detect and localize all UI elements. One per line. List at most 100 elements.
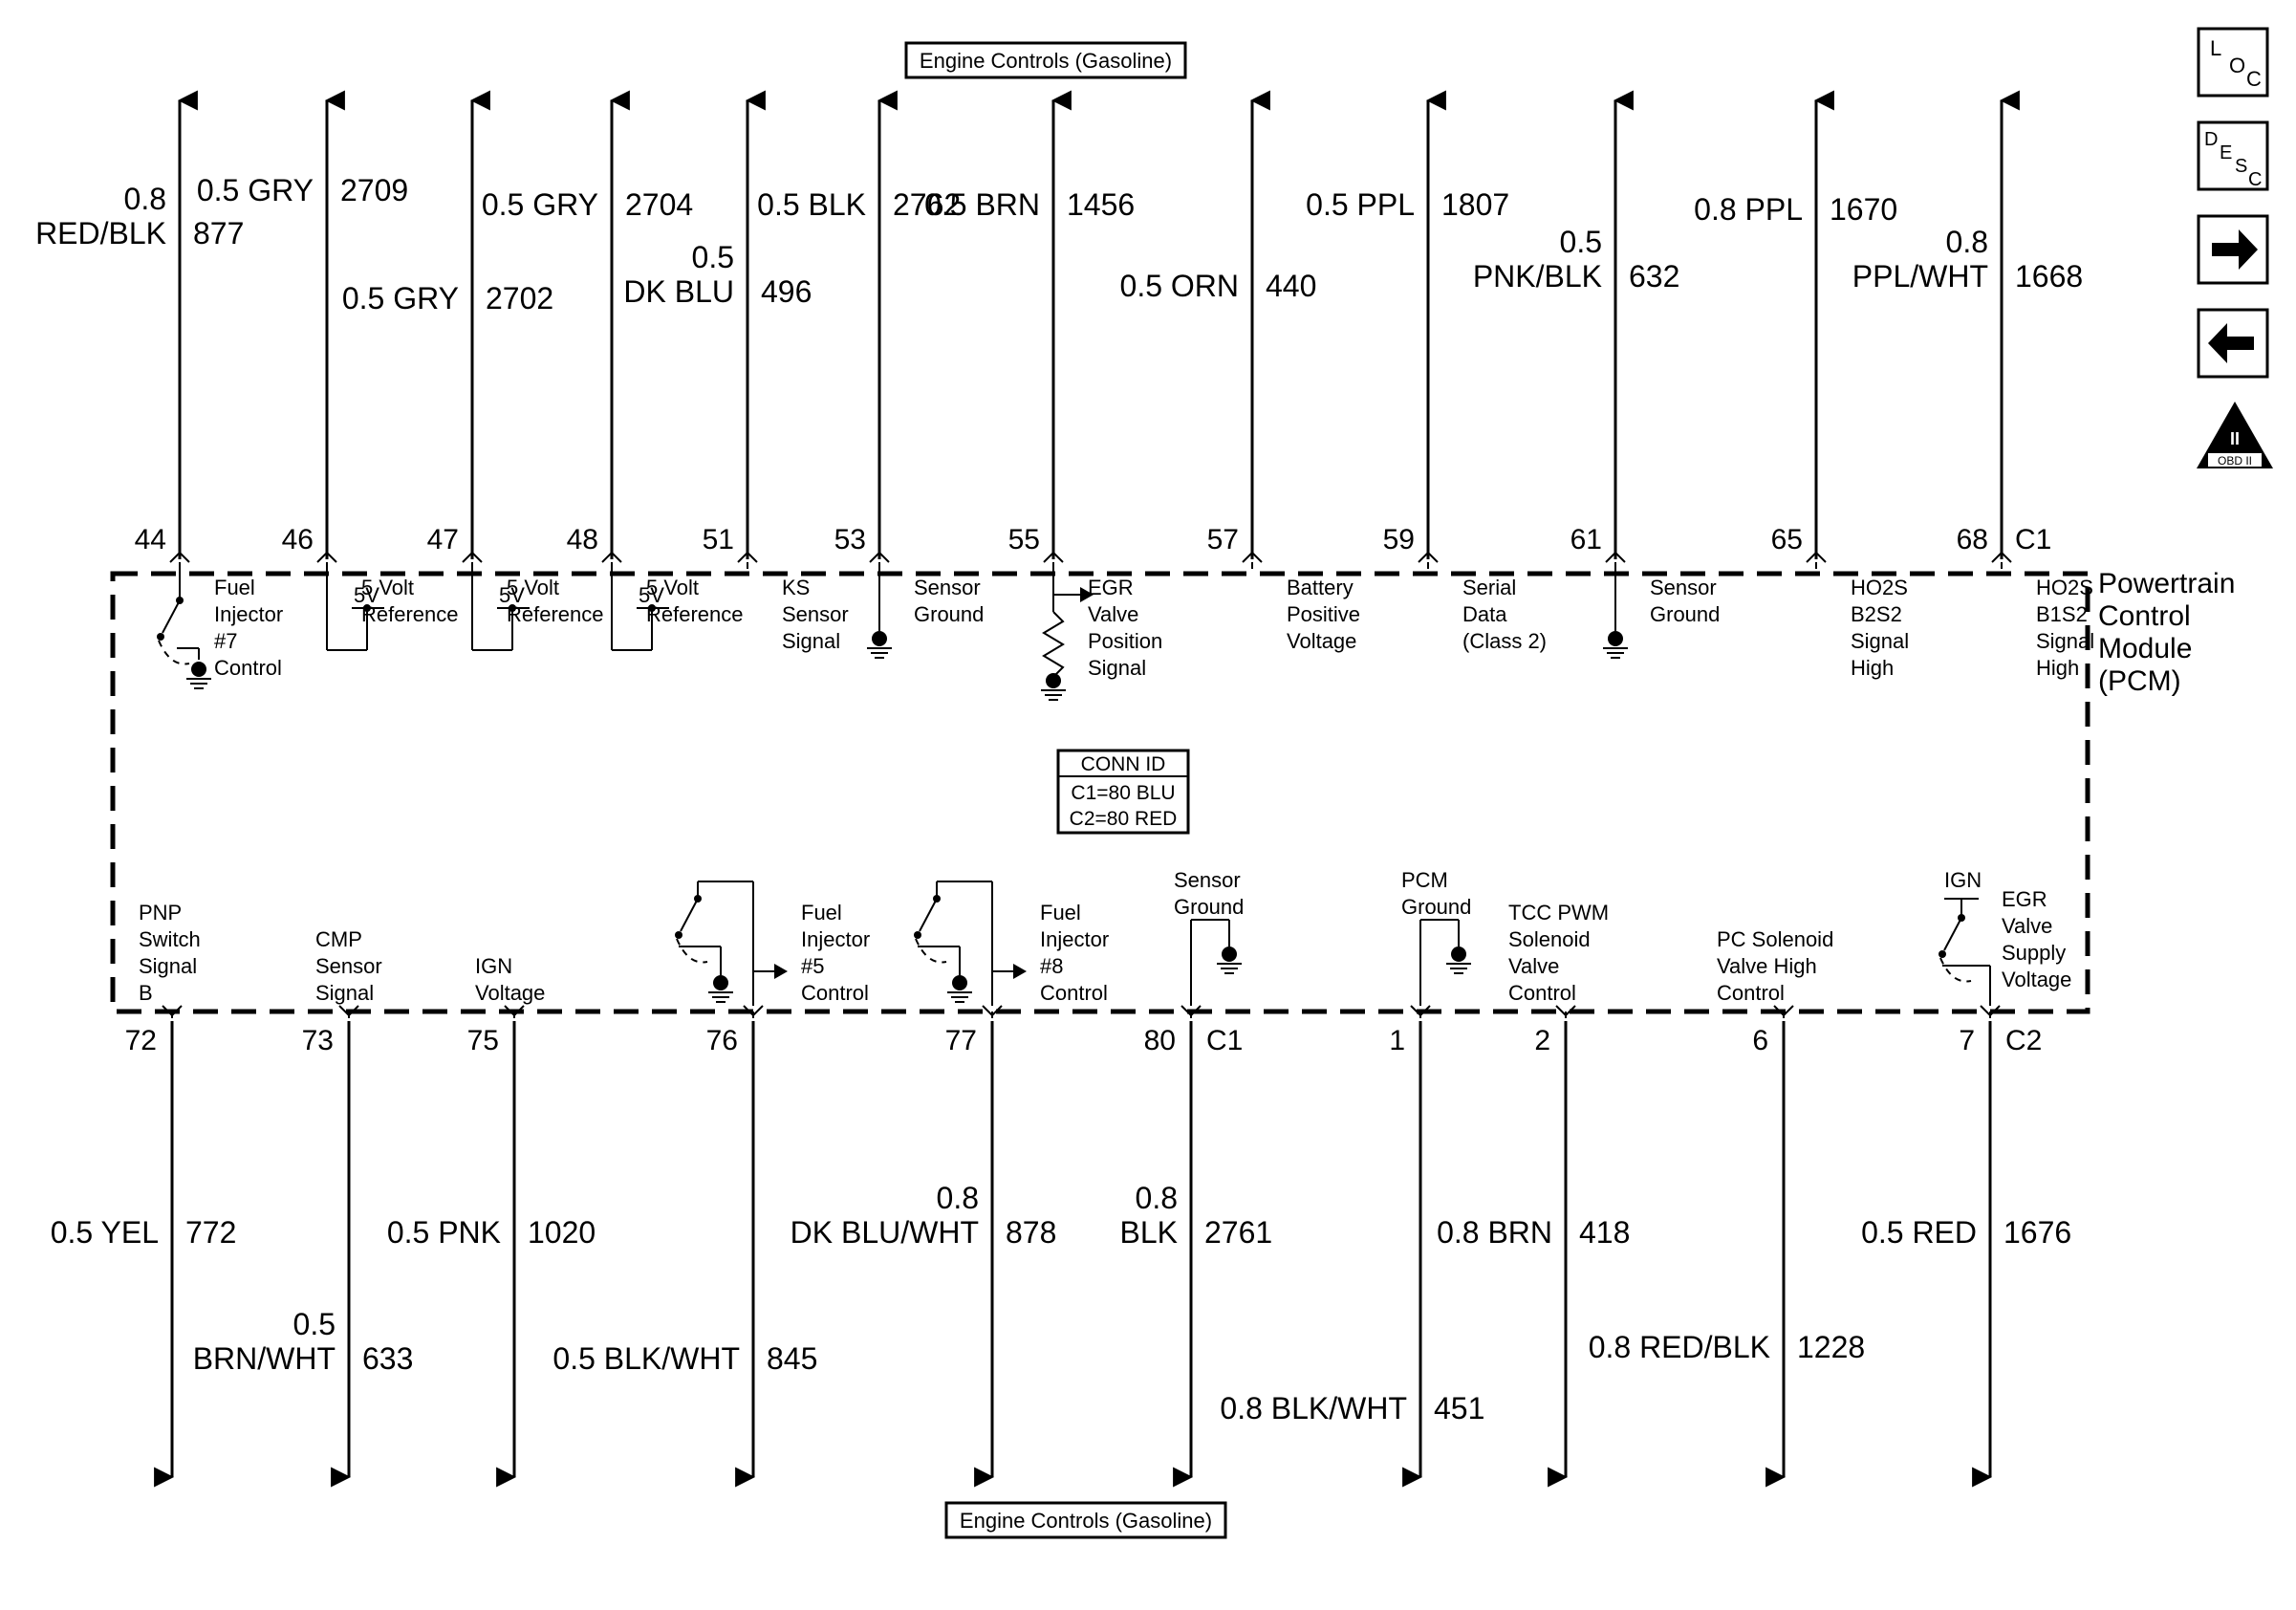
top-destination-box[interactable]: Engine Controls (Gasoline) <box>904 41 1187 79</box>
function-label: Reference <box>507 602 604 626</box>
function-label: Ground <box>914 602 984 626</box>
pin-number: 77 <box>945 1025 977 1056</box>
wire-size: 0.8 <box>1946 225 1988 259</box>
function-label: Sensor <box>315 954 382 978</box>
bottom-destination-box[interactable]: Engine Controls (Gasoline) <box>944 1501 1227 1539</box>
pin-number: 47 <box>427 524 459 555</box>
circuit-number: 877 <box>193 216 244 250</box>
connector-id: C1 <box>1206 1025 1243 1056</box>
desc-icon[interactable]: D E S C <box>2197 120 2269 191</box>
module-name-line-2: Control <box>2098 600 2191 632</box>
function-label: #7 <box>214 629 237 653</box>
5v-reference-icon: 5V <box>471 564 530 651</box>
circuit-number: 1676 <box>2004 1215 2071 1250</box>
wire-color: RED/BLK <box>35 216 166 250</box>
connector-id: C2 <box>2005 1025 2042 1056</box>
function-label: Signal <box>1851 629 1909 653</box>
wire-size-color: 0.5 GRY <box>197 173 314 207</box>
conn-id-line-1: C1=80 BLU <box>1071 782 1175 804</box>
function-label: 5 Volt <box>646 576 699 599</box>
function-label: Signal <box>782 629 840 653</box>
pin-number: 6 <box>1752 1025 1768 1056</box>
circuit-number: 845 <box>767 1341 817 1376</box>
wire-size-color: 0.5 ORN <box>1120 269 1239 303</box>
pin-number: 53 <box>834 524 866 555</box>
circuit-number: 418 <box>1579 1215 1630 1250</box>
circuit-number: 2709 <box>340 173 408 207</box>
function-label: Control <box>1508 981 1576 1005</box>
connector-chevron <box>462 551 483 563</box>
conn-id-box: CONN ID C1=80 BLU C2=80 RED <box>1056 749 1190 835</box>
module-name-line-4: (PCM) <box>2098 665 2181 697</box>
function-label: B <box>139 981 153 1005</box>
arrow-left-icon[interactable] <box>2197 308 2269 379</box>
function-label: Control <box>801 981 869 1005</box>
function-label: PNP <box>139 901 182 925</box>
pcm-ground-icon <box>1446 946 1471 974</box>
pin-number: 75 <box>467 1025 499 1056</box>
supply-label: 5V <box>354 583 379 607</box>
injector-8-ground-icon <box>947 975 972 1003</box>
circuit-number: 2702 <box>486 281 553 315</box>
connector-chevron <box>1806 551 1827 563</box>
wire-size-color: 0.5 BLK/WHT <box>552 1341 740 1376</box>
pcm-ground-icon <box>1217 946 1242 974</box>
circuit-number: 878 <box>1006 1215 1056 1250</box>
wire-color: DK BLU/WHT <box>791 1215 979 1250</box>
pin-number: 51 <box>703 524 734 555</box>
pin-number: 61 <box>1570 524 1602 555</box>
arrow-right-icon[interactable] <box>2197 214 2269 285</box>
egr-ground-icon <box>1041 673 1066 701</box>
function-label: 5 Volt <box>507 576 559 599</box>
function-label: 5 Volt <box>361 576 414 599</box>
module-name-line-3: Module <box>2098 633 2192 664</box>
wire-size: 0.5 <box>692 240 734 274</box>
function-label: #8 <box>1040 954 1063 978</box>
svg-text:S: S <box>2235 156 2247 177</box>
function-label: Switch <box>139 927 201 951</box>
wire-color: PPL/WHT <box>1852 259 1988 294</box>
function-label: B2S2 <box>1851 602 1902 626</box>
function-label: Valve <box>2002 914 2052 938</box>
circuit-number: 496 <box>761 274 812 309</box>
svg-text:D: D <box>2204 129 2218 150</box>
function-label: Fuel <box>801 901 842 925</box>
pin-number: 65 <box>1771 524 1803 555</box>
function-label: Injector <box>214 602 283 626</box>
egr-supply-icon: IGN <box>1942 868 1991 1006</box>
function-label: Serial <box>1462 576 1516 599</box>
function-label: Injector <box>801 927 870 951</box>
function-label: Valve <box>1088 602 1138 626</box>
wire-color: DK BLU <box>623 274 734 309</box>
pin-number: 46 <box>282 524 314 555</box>
obd-ii-icon[interactable]: II OBD II <box>2197 402 2273 468</box>
loc-icon[interactable]: L O C <box>2197 27 2269 98</box>
connector-chevron <box>601 551 622 563</box>
